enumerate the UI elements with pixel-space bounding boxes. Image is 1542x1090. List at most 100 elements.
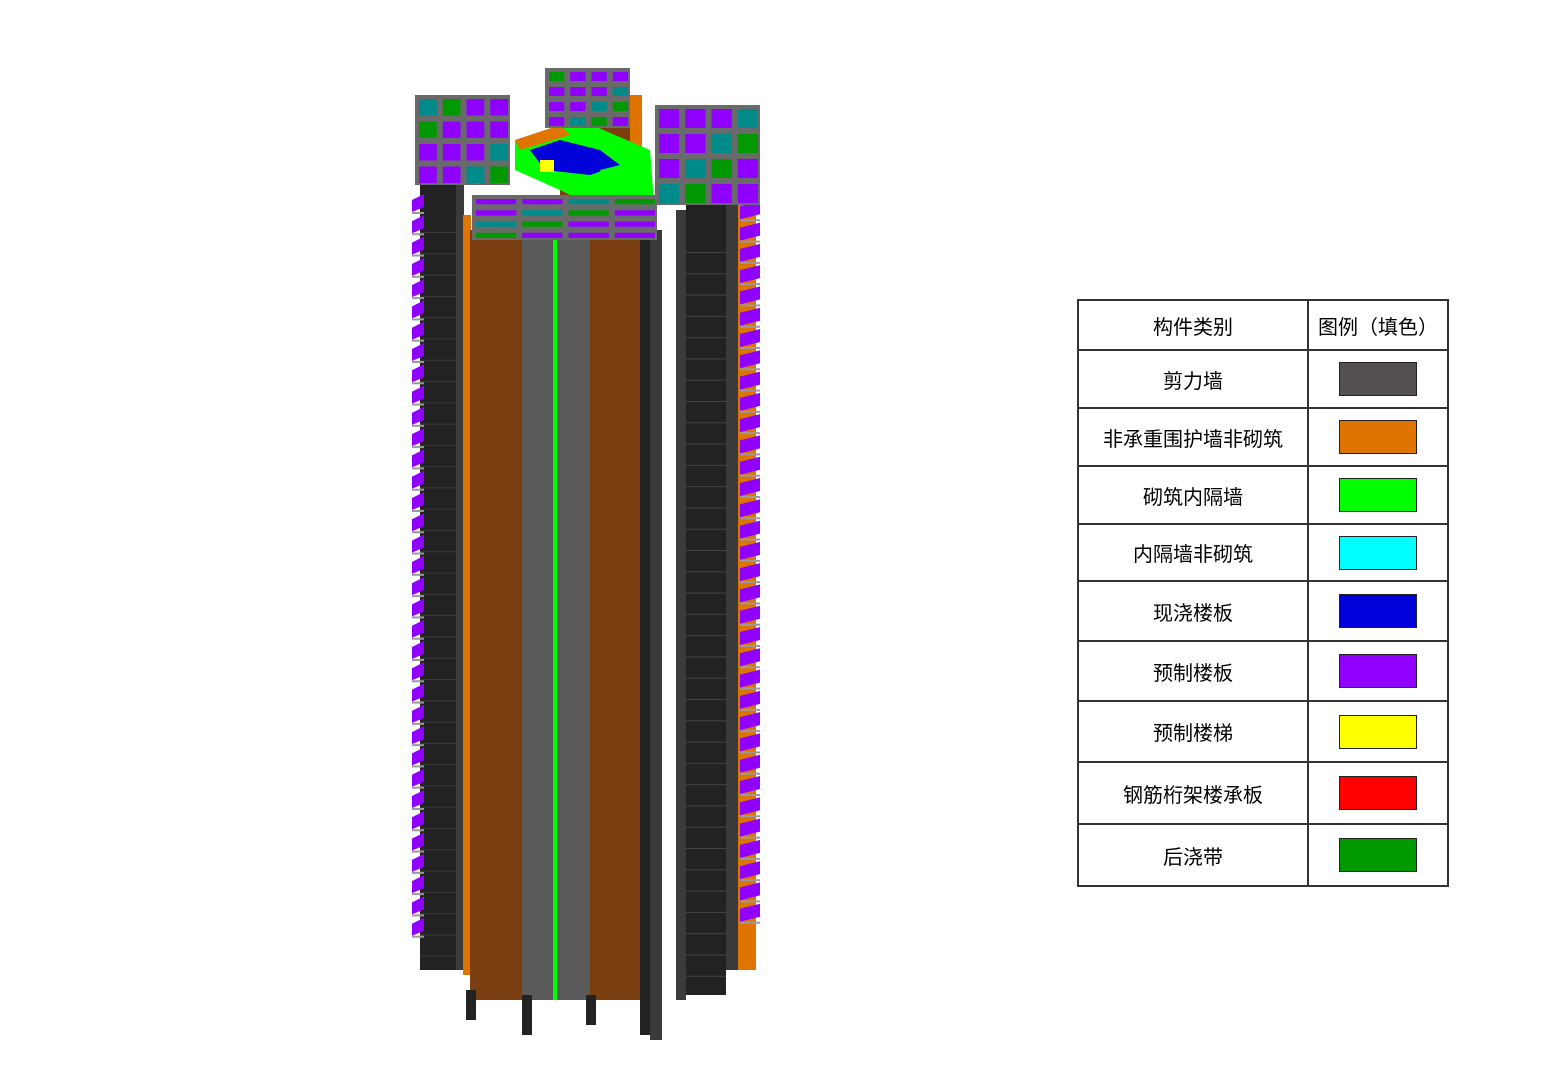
right-wing-balcony bbox=[740, 818, 760, 837]
right-wing-balcony bbox=[740, 392, 760, 411]
right-wing-balcony bbox=[740, 414, 760, 433]
roof-slab-piece bbox=[591, 117, 607, 126]
legend-body: 剪力墙非承重围护墙非砌筑砌筑内隔墙内隔墙非砌筑现浇楼板预制楼板预制楼梯钢筋桁架楼… bbox=[1077, 349, 1449, 887]
roof-slab-piece bbox=[737, 134, 758, 153]
right-column-floor-line bbox=[686, 741, 726, 743]
left-wing-balcony bbox=[412, 704, 424, 723]
left-column-floor-line bbox=[420, 359, 456, 361]
left-column-floor-line bbox=[420, 487, 456, 489]
right-wing-balcony bbox=[740, 329, 760, 347]
left-wing-balcony bbox=[412, 300, 424, 319]
legend-item-label: 非承重围护墙非砌筑 bbox=[1077, 407, 1309, 467]
left-column-floor-line bbox=[420, 721, 456, 723]
right-column-floor-line bbox=[686, 699, 726, 700]
right-column-floor-line bbox=[686, 720, 726, 722]
right-wing-slab-edge bbox=[740, 879, 760, 882]
right-column-floor-line bbox=[686, 422, 726, 424]
left-wing-slab-edge bbox=[412, 361, 424, 363]
roof-slab-piece bbox=[614, 199, 655, 205]
left-column-floor-line bbox=[420, 657, 456, 659]
roof-slab-piece bbox=[685, 159, 706, 178]
legend-swatch-cell bbox=[1307, 349, 1449, 409]
left-column-floor-line bbox=[420, 891, 456, 893]
roof-stair bbox=[540, 160, 554, 172]
front-left-facade bbox=[470, 230, 522, 1000]
left-wing-balcony bbox=[412, 215, 424, 234]
roof-slab-piece bbox=[570, 87, 586, 96]
right-column-floor-line bbox=[686, 337, 726, 339]
legend-row: 后浇带 bbox=[1077, 823, 1449, 887]
roof-slab-piece bbox=[466, 144, 485, 161]
left-wing-balcony bbox=[412, 726, 424, 745]
left-wing-balcony bbox=[412, 896, 424, 915]
right-column-floor-line bbox=[686, 975, 726, 977]
left-wing-slab-edge bbox=[412, 552, 424, 555]
right-column-floor-line bbox=[686, 848, 726, 849]
right-column-floor-line bbox=[686, 826, 726, 828]
right-shear-wall bbox=[686, 200, 726, 995]
left-shear-wall bbox=[420, 175, 456, 970]
roof-slab-piece bbox=[549, 87, 565, 96]
left-wing-balcony bbox=[412, 279, 424, 298]
right-wing-balcony bbox=[740, 669, 760, 688]
left-wing-balcony bbox=[412, 492, 424, 510]
right-column-floor-line bbox=[686, 656, 726, 658]
legend-swatch-cell bbox=[1307, 465, 1449, 525]
right-wing-balcony bbox=[740, 265, 760, 284]
roof-slab-piece bbox=[490, 144, 508, 161]
right-wing-slab-edge bbox=[740, 857, 760, 860]
right-column-floor-line bbox=[686, 507, 726, 509]
left-wing-balcony bbox=[412, 619, 424, 638]
left-column-floor-line bbox=[420, 295, 456, 297]
right-wing-slab-edge bbox=[740, 772, 760, 775]
right-wing-slab-edge bbox=[740, 325, 760, 328]
left-wing-slab-edge bbox=[412, 275, 424, 278]
left-wing-balcony bbox=[412, 321, 424, 340]
right-wing-slab-edge bbox=[740, 708, 760, 711]
left-wing-slab-edge bbox=[412, 573, 424, 576]
right-wing-slab-edge bbox=[740, 666, 760, 669]
right-wing-balcony bbox=[740, 520, 760, 539]
left-column-floor-line bbox=[420, 934, 456, 936]
left-column-floor-line bbox=[420, 913, 456, 915]
roof-slab-piece bbox=[612, 72, 628, 81]
roof-slab-piece bbox=[419, 144, 437, 161]
roof-slab-piece bbox=[659, 184, 680, 203]
ground-pier bbox=[640, 995, 650, 1035]
left-shear-wall-side bbox=[456, 180, 464, 970]
roof-slab-piece bbox=[476, 221, 517, 227]
right-wing-slab-edge bbox=[740, 602, 760, 605]
left-column-floor-line bbox=[420, 593, 456, 595]
right-wing-slab-edge bbox=[740, 474, 760, 477]
left-envelope-strip bbox=[463, 215, 471, 975]
roof-slab-piece bbox=[419, 121, 437, 138]
right-wing-balcony bbox=[740, 754, 760, 773]
right-column-floor-line bbox=[686, 911, 726, 913]
left-column-floor-line bbox=[420, 338, 456, 340]
roof-slab-piece bbox=[591, 102, 607, 111]
roof-slab-piece bbox=[612, 102, 628, 111]
right-wing-balcony bbox=[740, 584, 760, 603]
roof-slab-piece bbox=[490, 121, 508, 138]
roof-slab-piece bbox=[659, 134, 680, 153]
left-wing-slab-edge bbox=[412, 488, 424, 491]
left-wing-slab-edge bbox=[412, 680, 424, 683]
left-wing-slab-edge bbox=[412, 531, 424, 534]
roof-slab-piece bbox=[614, 221, 655, 227]
right-column-floor-line bbox=[686, 294, 726, 296]
legend-item-label: 后浇带 bbox=[1077, 823, 1309, 887]
right-wing-slab-edge bbox=[740, 240, 760, 243]
right-column-floor-line bbox=[686, 315, 726, 317]
right-wing-slab-edge bbox=[740, 581, 760, 584]
right-wing-balcony bbox=[740, 499, 760, 518]
legend-row: 内隔墙非砌筑 bbox=[1077, 523, 1449, 582]
left-wing-slab-edge bbox=[412, 467, 424, 470]
left-wing-slab-edge bbox=[412, 424, 424, 427]
right-wing-slab-edge bbox=[740, 219, 760, 222]
legend-swatch-cell bbox=[1307, 580, 1449, 642]
left-wing-slab-edge bbox=[412, 722, 424, 725]
legend-row: 剪力墙 bbox=[1077, 349, 1449, 409]
right-column-floor-line bbox=[686, 805, 726, 807]
left-wing-balcony bbox=[412, 449, 424, 468]
right-column-floor-line bbox=[686, 401, 726, 402]
